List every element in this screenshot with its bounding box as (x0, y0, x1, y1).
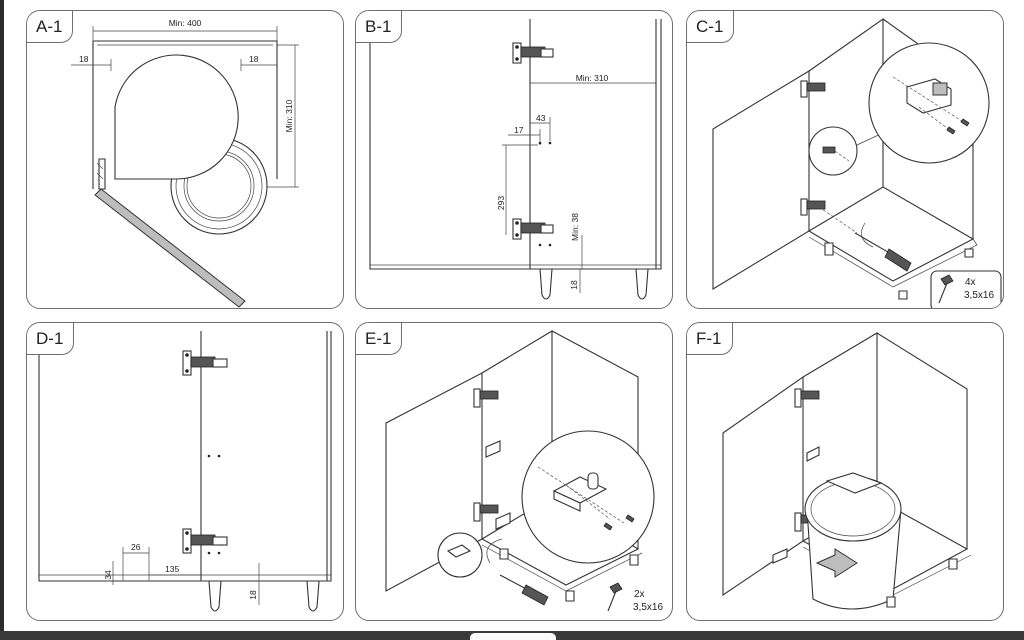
screw-qty: 2x (634, 589, 645, 600)
home-indicator[interactable] (470, 633, 556, 640)
panel-a1: A-1 Min: 400 18 18 Min: 310 (26, 10, 344, 309)
dim-34: 34 (103, 570, 113, 580)
panel-c1-drawing: 4x 3,5x16 (712, 17, 1002, 308)
panel-f1-label: F-1 (687, 323, 733, 355)
dim-18: 18 (569, 280, 579, 290)
panel-a1-drawing: Min: 400 18 18 Min: 310 (71, 18, 299, 308)
hinge-icon (182, 350, 228, 376)
open-door (94, 188, 246, 308)
dim-18-right: 18 (249, 54, 259, 64)
basket-top-shelf (114, 54, 239, 180)
push-arrow-icon (815, 548, 858, 578)
screw-icon (938, 274, 954, 304)
hinge-icon (800, 80, 826, 98)
dim-min-310: Min: 310 (284, 99, 294, 132)
dim-43: 43 (536, 113, 546, 123)
hinge-icon (794, 388, 820, 408)
panel-c1-label: C-1 (687, 11, 735, 43)
panel-d1-label: D-1 (27, 323, 75, 355)
screw-size: 3,5x16 (964, 290, 994, 301)
screw-icon (960, 118, 970, 127)
leg-left (539, 268, 553, 300)
dim-26: 26 (131, 542, 141, 552)
screwdriver-icon (499, 574, 549, 606)
rotate-arrow-icon (486, 538, 503, 564)
screw-qty: 4x (965, 277, 976, 288)
hinge-icon (473, 502, 499, 522)
screw-size: 3,5x16 (633, 602, 663, 613)
dim-min-400: Min: 400 (169, 18, 202, 28)
screw-icon (607, 582, 623, 612)
dim-18: 18 (248, 590, 258, 600)
hinge-icon (800, 198, 826, 216)
hinge-icon (512, 42, 554, 64)
panel-d1-drawing: 26 135 34 18 (38, 331, 332, 612)
panel-b1-label: B-1 (356, 11, 403, 43)
panel-c1: C-1 (686, 10, 1004, 309)
dim-min-310: Min: 310 (576, 73, 609, 83)
door-panel (722, 375, 804, 597)
door-panel (712, 70, 810, 290)
screwdriver-icon (854, 222, 912, 272)
screw-icon (625, 514, 635, 523)
panel-f1-drawing (722, 332, 972, 610)
hinge-icon (473, 388, 499, 408)
leg-right (306, 580, 320, 612)
panel-d1: D-1 26 135 34 18 (26, 322, 344, 621)
leg-left (208, 580, 222, 612)
basket-bin (804, 472, 902, 610)
panel-e1: E-1 (355, 322, 673, 621)
dim-18-left: 18 (79, 54, 89, 64)
hinge-icon (182, 528, 228, 554)
hinge-icon (512, 218, 554, 240)
dim-293: 293 (496, 196, 506, 210)
left-edge-strip (0, 0, 4, 631)
dim-135: 135 (165, 564, 179, 574)
dim-min-38: Min: 38 (570, 213, 580, 241)
panel-a1-label: A-1 (27, 11, 74, 43)
panel-e1-drawing: 2x 3,5x16 (385, 330, 663, 613)
panel-b1: B-1 Min: 310 43 17 293 (355, 10, 673, 309)
panel-f1: F-1 (686, 322, 1004, 621)
panel-e1-label: E-1 (356, 323, 403, 355)
panel-b1-drawing: Min: 310 43 17 293 Min: 38 18 (369, 19, 662, 300)
dim-17: 17 (514, 125, 524, 135)
leg-right (635, 268, 649, 300)
